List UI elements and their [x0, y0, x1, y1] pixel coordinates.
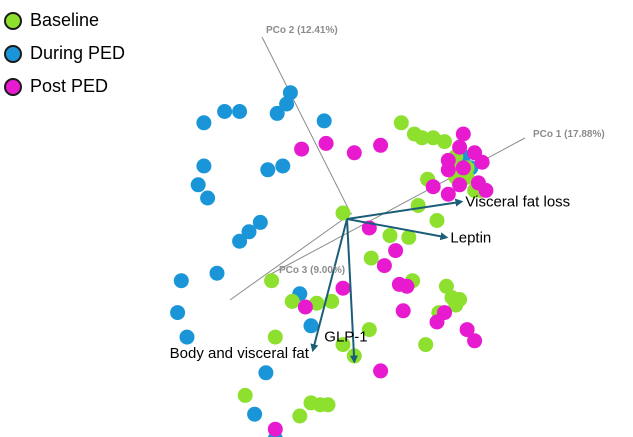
point-post-ped-6 — [440, 162, 456, 178]
legend-marker-post-ped — [4, 77, 22, 96]
data-points — [170, 85, 494, 437]
point-post-ped-18 — [388, 243, 404, 259]
legend-item-during-ped: During PED — [0, 37, 125, 70]
legend: Baseline During PED Post PED — [0, 4, 125, 103]
point-during-ped-12 — [200, 190, 216, 206]
point-during-ped-4 — [217, 104, 233, 119]
point-post-ped-7 — [474, 154, 490, 170]
point-during-ped-16 — [209, 265, 225, 281]
pco3-axis-label: PCo 3 (9.00%) — [279, 265, 345, 276]
legend-item-post-ped: Post PED — [0, 70, 125, 103]
point-baseline-5 — [437, 134, 452, 150]
point-baseline-18 — [401, 229, 417, 245]
point-during-ped-2 — [279, 96, 295, 112]
point-post-ped-28 — [373, 363, 389, 379]
legend-marker-during-ped — [4, 44, 22, 63]
point-post-ped-24 — [429, 314, 445, 330]
vector-glp-1 — [346, 218, 358, 364]
point-baseline-33 — [418, 337, 434, 353]
vector-label-leptin: Leptin — [450, 229, 491, 246]
pco2-axis-line — [261, 36, 351, 213]
vector-body-and-visceral-fat — [310, 218, 348, 353]
legend-label-post-ped: Post PED — [30, 76, 109, 96]
point-during-ped-17 — [173, 273, 189, 289]
point-during-ped-10 — [190, 177, 206, 193]
point-baseline-14 — [410, 198, 426, 213]
point-during-ped-13 — [252, 214, 268, 230]
point-baseline-22 — [448, 297, 464, 313]
point-post-ped-14 — [373, 137, 389, 153]
point-during-ped-18 — [170, 305, 186, 321]
point-post-ped-12 — [470, 175, 486, 191]
point-post-ped-4 — [455, 160, 471, 176]
point-post-ped-27 — [335, 280, 351, 296]
point-post-ped-10 — [425, 179, 441, 195]
point-post-ped-29 — [297, 299, 313, 315]
point-baseline-16 — [382, 228, 398, 244]
point-post-ped-2 — [452, 139, 468, 155]
point-baseline-19 — [438, 278, 454, 294]
point-baseline-38 — [320, 397, 336, 413]
point-baseline-1 — [393, 115, 409, 131]
pco3-axis-line — [229, 212, 353, 301]
vector-leptin — [346, 218, 449, 241]
point-baseline-26 — [284, 293, 300, 309]
point-during-ped-26 — [303, 318, 319, 334]
vector-label-glp-1: GLP-1 — [324, 329, 367, 346]
point-baseline-30 — [361, 322, 377, 338]
point-post-ped-30 — [267, 421, 283, 437]
point-during-ped-8 — [275, 158, 291, 174]
point-post-ped-1 — [455, 126, 471, 142]
pco1-axis-label: PCo 1 (17.88%) — [533, 129, 605, 140]
point-during-ped-11 — [196, 158, 212, 174]
point-during-ped-20 — [258, 365, 274, 381]
point-post-ped-15 — [318, 135, 334, 151]
point-baseline-4 — [425, 130, 441, 146]
point-during-ped-7 — [316, 113, 332, 129]
point-post-ped-22 — [395, 303, 411, 319]
point-during-ped-15 — [232, 233, 248, 249]
legend-label-during-ped: During PED — [30, 43, 126, 63]
point-post-ped-8 — [452, 177, 468, 193]
point-baseline-17 — [363, 250, 379, 266]
vector-label-body-and-visceral-fat: Body and visceral fat — [170, 345, 310, 362]
point-baseline-39 — [292, 408, 308, 424]
point-baseline-40 — [335, 205, 351, 221]
point-post-ped-9 — [440, 186, 456, 202]
pco2-axis-label: PCo 2 (12.41%) — [266, 25, 338, 36]
point-post-ped-21 — [399, 278, 415, 294]
point-during-ped-5 — [269, 105, 285, 121]
point-post-ped-19 — [376, 258, 392, 274]
point-baseline-3 — [414, 130, 430, 146]
legend-marker-baseline — [4, 11, 22, 30]
legend-label-baseline: Baseline — [30, 10, 100, 30]
point-baseline-34 — [267, 329, 283, 345]
point-baseline-28 — [309, 295, 325, 311]
point-baseline-15 — [429, 213, 445, 228]
point-during-ped-6 — [196, 115, 212, 131]
point-baseline-35 — [237, 387, 253, 403]
axis-labels: PCo 1 (17.88%) PCo 2 (12.41%) PCo 3 (9.0… — [266, 25, 605, 276]
point-during-ped-14 — [241, 224, 257, 240]
point-during-ped-19 — [179, 329, 195, 345]
vector-visceral-fat-loss — [346, 198, 464, 220]
point-post-ped-26 — [467, 333, 483, 349]
legend-item-baseline: Baseline — [0, 4, 125, 37]
point-baseline-29 — [324, 293, 340, 309]
vector-label-visceral-fat-loss: Visceral fat loss — [465, 194, 570, 211]
point-post-ped-25 — [459, 322, 475, 338]
point-during-ped-3 — [232, 104, 248, 119]
point-baseline-24 — [264, 273, 280, 289]
point-baseline-31 — [335, 337, 351, 353]
point-post-ped-13 — [346, 145, 362, 161]
point-during-ped-21 — [247, 406, 263, 422]
point-during-ped-9 — [260, 162, 276, 178]
point-during-ped-1 — [282, 85, 298, 101]
point-post-ped-16 — [294, 141, 310, 157]
